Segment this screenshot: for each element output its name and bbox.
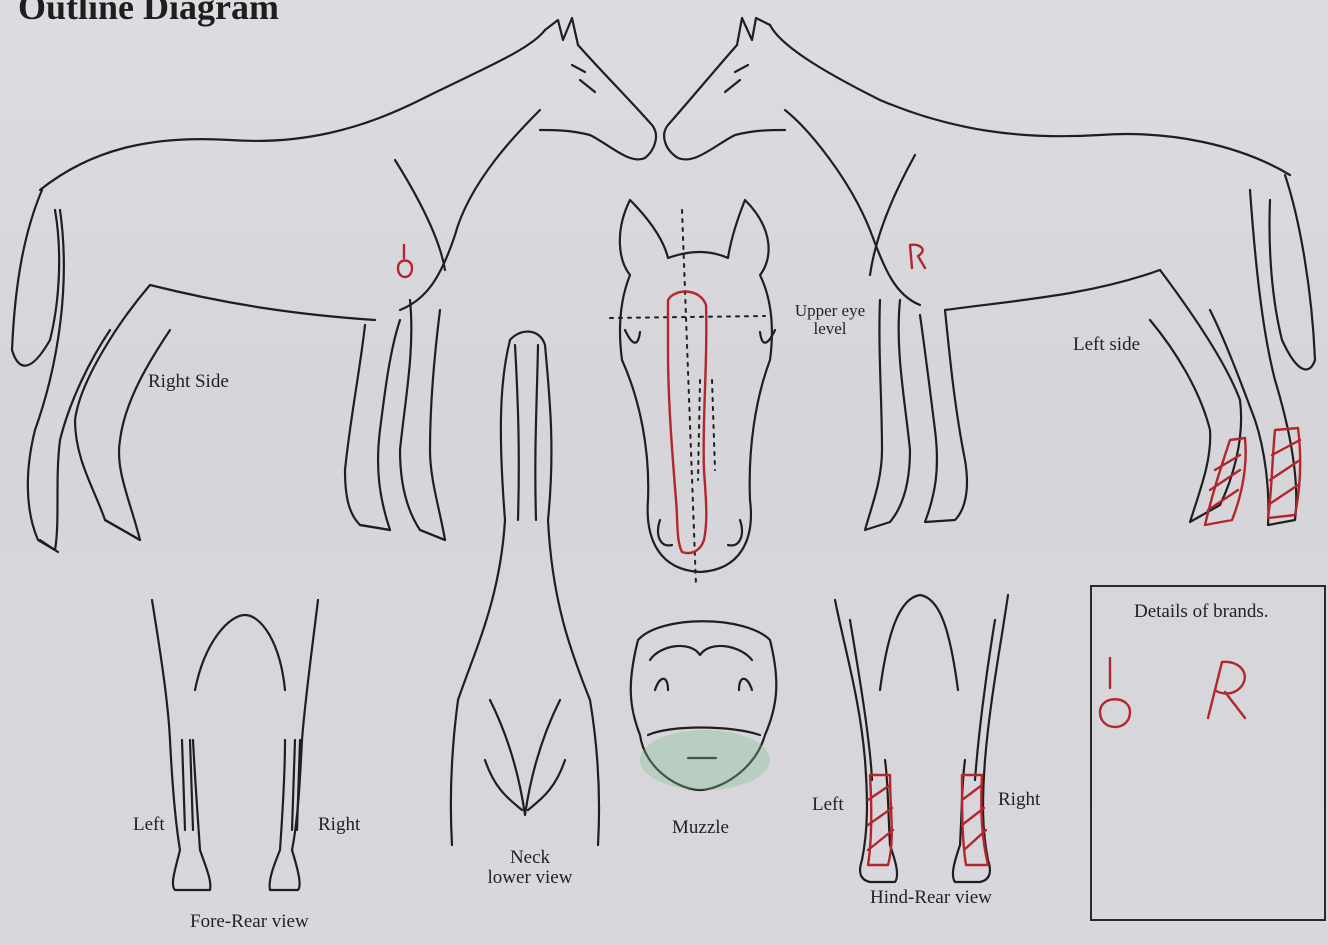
brands-box-title: Details of brands. <box>1134 601 1269 623</box>
label-upper-eye-level: Upper eye level <box>785 302 875 338</box>
right-horse-belly <box>150 285 375 320</box>
label-level: level <box>785 320 875 338</box>
brand-right-side <box>398 245 412 277</box>
right-horse-fore-leg-2 <box>400 300 445 540</box>
label-right-side: Right Side <box>148 372 229 392</box>
label-hind-right: Right <box>998 790 1040 810</box>
neck-lower-view <box>451 332 599 845</box>
head-front-view <box>620 200 775 572</box>
left-hind-sock-marking <box>1205 438 1246 525</box>
right-horse-hind-leg-2 <box>75 285 170 540</box>
label-hind-left: Left <box>812 795 844 815</box>
left-horse-tail <box>1270 175 1316 370</box>
right-horse-shoulder <box>395 160 445 270</box>
fore-rear-view <box>152 600 318 890</box>
left-horse-neck-under <box>785 110 920 305</box>
brand-left-side <box>910 245 925 268</box>
label-upper-eye: Upper eye <box>785 302 875 320</box>
label-fore-left: Left <box>133 815 165 835</box>
left-horse-face <box>664 45 785 159</box>
right-horse-face <box>540 45 656 159</box>
right-horse-tail <box>12 190 59 366</box>
left-horse-belly <box>945 270 1160 310</box>
label-neck: Neck <box>475 848 585 868</box>
left-horse-hind-leg <box>1210 190 1296 525</box>
muzzle-stain <box>640 730 770 790</box>
right-horse-eye <box>572 65 595 92</box>
brands-details-box: Details of brands. <box>1090 585 1326 921</box>
label-fore-rear-view: Fore-Rear view <box>190 912 309 932</box>
left-horse-hind-leg-2 <box>1150 270 1241 522</box>
right-horse-hoof-lines <box>40 520 445 552</box>
right-horse-ears <box>545 18 578 45</box>
left-horse-ears <box>737 18 770 45</box>
label-left-side: Left side <box>1073 335 1140 355</box>
label-lower-view: lower view <box>475 868 585 888</box>
label-hind-rear-view: Hind-Rear view <box>870 888 992 908</box>
right-horse-fore-leg <box>345 320 400 530</box>
left-horse-back <box>770 25 1290 175</box>
right-horse-neck-under <box>400 110 540 310</box>
left-horse-fore-leg <box>920 310 967 522</box>
label-muzzle: Muzzle <box>672 818 729 838</box>
left-horse-eye <box>725 65 748 92</box>
hind-rear-view <box>835 595 1008 882</box>
head-eyes <box>625 330 775 343</box>
label-neck-lower-view: Neck lower view <box>475 848 585 888</box>
right-horse-back <box>40 30 545 190</box>
blaze-marking <box>668 292 706 554</box>
left-horse-shoulder <box>870 155 915 275</box>
label-fore-right: Right <box>318 815 360 835</box>
horse-right-side <box>12 18 656 552</box>
head-nostrils <box>658 520 742 545</box>
head-outline <box>620 200 772 572</box>
